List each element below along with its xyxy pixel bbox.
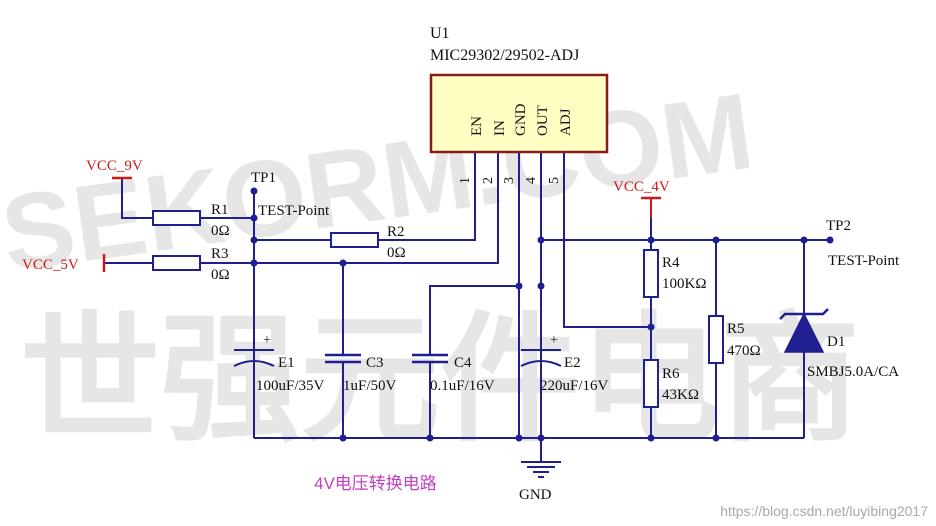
junction-dot bbox=[250, 214, 258, 222]
junction-dot bbox=[712, 434, 720, 442]
power-vcc4: VCC_4V bbox=[613, 179, 670, 218]
junction-dot bbox=[515, 434, 523, 442]
testpoint-tp1: TP1 TEST-Point bbox=[250, 170, 330, 219]
e2-ref: E2 bbox=[564, 355, 581, 371]
resistor-labels: R1 0Ω R2 0Ω R3 0Ω R4 100KΩ R5 470Ω R6 43… bbox=[211, 202, 761, 403]
gnd-label: GND bbox=[519, 487, 552, 503]
gnd-symbol bbox=[521, 461, 561, 478]
diode-bar bbox=[779, 308, 829, 320]
c3-value: 1uF/50V bbox=[343, 378, 397, 394]
resistor-r5 bbox=[708, 315, 724, 364]
pin-name-out: OUT bbox=[535, 105, 551, 136]
pin-name-en: EN bbox=[469, 116, 485, 136]
r5-ref: R5 bbox=[727, 321, 745, 337]
junction-dot bbox=[647, 236, 655, 244]
e1-ref: E1 bbox=[278, 355, 295, 371]
r1-ref: R1 bbox=[211, 202, 229, 218]
resistor-r6 bbox=[643, 359, 659, 408]
junction-dot bbox=[250, 259, 258, 267]
junction-dot bbox=[537, 236, 545, 244]
junction-dot bbox=[647, 323, 655, 331]
testpoint-tp2: TP2 TEST-Point bbox=[826, 218, 900, 269]
testpoint-dot bbox=[826, 236, 834, 244]
r2-value: 0Ω bbox=[387, 245, 406, 261]
wire-vcc9 bbox=[121, 178, 153, 219]
wire-en bbox=[378, 152, 476, 241]
tp2-ref: TP2 bbox=[826, 218, 851, 234]
wire-adj bbox=[563, 152, 651, 328]
r3-ref: R3 bbox=[211, 246, 229, 262]
c4-value: 0.1uF/16V bbox=[430, 378, 495, 394]
junction-dot bbox=[339, 259, 347, 267]
r6-ref: R6 bbox=[662, 366, 680, 382]
diode-triangle bbox=[783, 312, 825, 353]
pin-num-1: 1 bbox=[458, 177, 473, 184]
tp1-ref: TP1 bbox=[251, 170, 276, 186]
junction-dot bbox=[800, 236, 808, 244]
pin-num-5: 5 bbox=[547, 177, 562, 184]
e1-plate-bottom bbox=[233, 360, 275, 367]
footer-url: https://blog.csdn.net/luyibing2017 bbox=[720, 503, 928, 519]
vcc4-label: VCC_4V bbox=[613, 179, 670, 195]
junctions bbox=[250, 214, 808, 442]
r1-value: 0Ω bbox=[211, 223, 230, 239]
r2-ref: R2 bbox=[387, 224, 405, 240]
e2-plus-sign: + bbox=[550, 333, 558, 348]
pin-name-adj: ADJ bbox=[558, 108, 574, 136]
junction-dot bbox=[515, 282, 523, 290]
vcc9-label: VCC_9V bbox=[86, 158, 143, 174]
pin-name-in: IN bbox=[492, 120, 508, 136]
e1-value: 100uF/35V bbox=[256, 378, 325, 394]
resistor-r1 bbox=[152, 210, 201, 226]
e1-plus-sign: + bbox=[263, 333, 271, 348]
wire-c4-top bbox=[429, 285, 519, 355]
pin-num-2: 2 bbox=[481, 177, 496, 184]
d1-value: SMBJ5.0A/CA bbox=[807, 364, 899, 380]
junction-dot bbox=[250, 236, 258, 244]
tp2-value: TEST-Point bbox=[828, 253, 900, 269]
resistor-r2 bbox=[330, 232, 379, 248]
junction-dot bbox=[339, 434, 347, 442]
d1-ref: D1 bbox=[827, 334, 845, 350]
pin-name-gnd: GND bbox=[513, 103, 529, 136]
electrolytic-capacitors bbox=[233, 349, 562, 367]
r3-value: 0Ω bbox=[211, 267, 230, 283]
pin-num-3: 3 bbox=[502, 177, 517, 184]
c4-ref: C4 bbox=[454, 355, 472, 371]
testpoint-dot bbox=[250, 187, 258, 195]
electrolytic-plus-signs: + + bbox=[263, 333, 558, 348]
ic-ref-label: U1 bbox=[430, 25, 450, 42]
ic-u1: U1 MIC29302/29502-ADJ EN IN GND OUT ADJ … bbox=[429, 25, 609, 184]
e2-plate-bottom bbox=[520, 360, 562, 367]
e2-value: 220uF/16V bbox=[540, 378, 609, 394]
junction-dot bbox=[647, 434, 655, 442]
ic-part-label: MIC29302/29502-ADJ bbox=[430, 47, 579, 64]
resistor-bodies bbox=[152, 210, 724, 408]
resistor-r4 bbox=[643, 249, 659, 298]
junction-dot bbox=[426, 434, 434, 442]
pin-num-4: 4 bbox=[524, 177, 539, 184]
wire-in bbox=[254, 152, 499, 264]
c3-ref: C3 bbox=[366, 355, 384, 371]
power-vcc5: VCC_5V bbox=[22, 254, 106, 273]
circuit-caption: 4V电压转换电路 bbox=[314, 474, 437, 493]
r6-value: 43KΩ bbox=[662, 387, 699, 403]
r5-value: 470Ω bbox=[727, 343, 761, 359]
junction-dot bbox=[537, 434, 545, 442]
diode-d1: D1 SMBJ5.0A/CA bbox=[779, 308, 899, 380]
r4-value: 100KΩ bbox=[662, 276, 706, 292]
capacitor-labels: E1 100uF/35V C3 1uF/50V C4 0.1uF/16V E2 … bbox=[256, 355, 609, 394]
ic-body bbox=[429, 73, 609, 154]
junction-dot bbox=[712, 236, 720, 244]
r4-ref: R4 bbox=[662, 255, 680, 271]
power-vcc9: VCC_9V bbox=[86, 158, 143, 180]
junction-dot bbox=[537, 282, 545, 290]
vcc5-label: VCC_5V bbox=[22, 257, 79, 273]
ceramic-capacitors bbox=[325, 353, 448, 364]
resistor-r3 bbox=[152, 255, 201, 271]
tp1-value: TEST-Point bbox=[258, 203, 330, 219]
